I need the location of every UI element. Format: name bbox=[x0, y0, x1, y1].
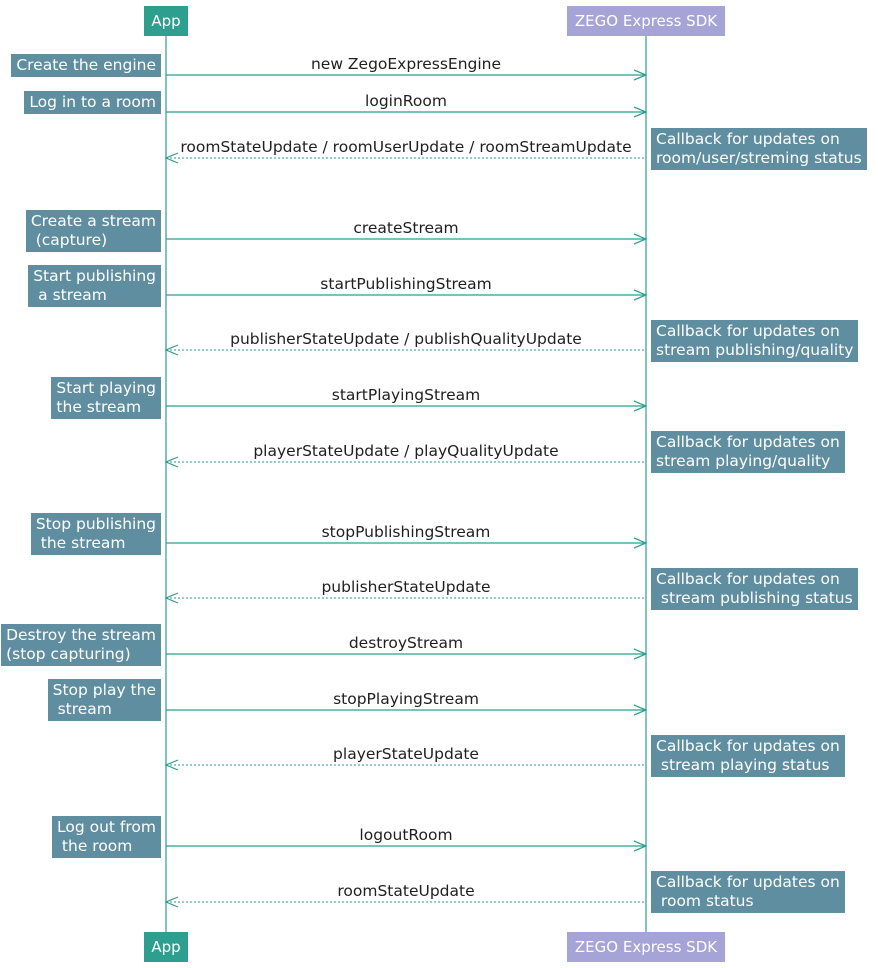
call-label: new ZegoExpressEngine bbox=[310, 55, 502, 73]
sdk-participant-bottom: ZEGO Express SDK bbox=[567, 932, 725, 962]
callback-label: playerStateUpdate / playQualityUpdate bbox=[253, 442, 559, 460]
callback-note: Callback for updates on room/user/stremi… bbox=[651, 128, 867, 170]
callback-note: Callback for updates on stream playing/q… bbox=[651, 431, 845, 473]
action-note: Destroy the stream (stop capturing) bbox=[1, 624, 161, 666]
call-label: startPlayingStream bbox=[331, 386, 481, 404]
callback-label: publisherStateUpdate bbox=[321, 578, 491, 596]
sdk-participant-top: ZEGO Express SDK bbox=[567, 6, 725, 36]
call-label: loginRoom bbox=[365, 92, 447, 110]
callback-note: Callback for updates on stream publishin… bbox=[651, 568, 858, 610]
call-label: destroyStream bbox=[348, 634, 464, 652]
action-note: Create a stream (capture) bbox=[25, 210, 161, 252]
callback-label: publisherStateUpdate / publishQualityUpd… bbox=[230, 330, 582, 348]
action-note: Log out from the room bbox=[52, 816, 161, 858]
app-participant-bottom: App bbox=[144, 932, 188, 962]
app-participant-top: App bbox=[144, 6, 188, 36]
action-note: Start playing the stream bbox=[51, 377, 161, 419]
callback-note: Callback for updates on room status bbox=[651, 871, 845, 913]
action-note: Log in to a room bbox=[24, 91, 161, 114]
call-label: logoutRoom bbox=[359, 826, 453, 844]
action-note: Stop play the stream bbox=[47, 679, 161, 721]
call-label: stopPublishingStream bbox=[321, 523, 491, 541]
call-label: startPublishingStream bbox=[320, 275, 492, 293]
callback-label: roomStateUpdate / roomUserUpdate / roomS… bbox=[180, 138, 632, 156]
action-note: Create the engine bbox=[11, 54, 161, 77]
call-label: createStream bbox=[353, 219, 459, 237]
callback-label: playerStateUpdate bbox=[333, 745, 479, 763]
action-note: Start publishing a stream bbox=[28, 265, 161, 307]
callback-note: Callback for updates on stream publishin… bbox=[651, 320, 859, 362]
call-label: stopPlayingStream bbox=[333, 690, 479, 708]
action-note: Stop publishing the stream bbox=[30, 513, 161, 555]
callback-label: roomStateUpdate bbox=[337, 882, 475, 900]
callback-note: Callback for updates on stream playing s… bbox=[651, 735, 845, 777]
